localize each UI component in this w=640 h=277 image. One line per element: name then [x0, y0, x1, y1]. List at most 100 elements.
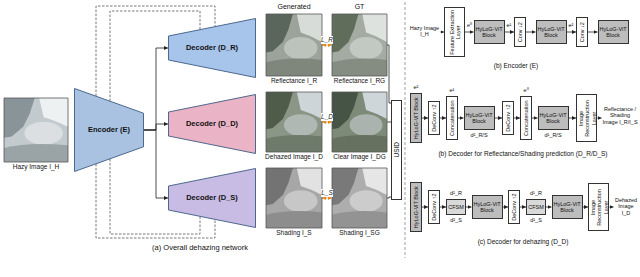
conv-box: Conv ↓2 [514, 17, 526, 47]
feature-label: e⁰ [520, 87, 532, 93]
photo-frame [332, 168, 387, 228]
vit-block: HyLoG-ViT Block [410, 182, 422, 232]
image-caption: Clear Image I_DG [333, 153, 385, 160]
decoder-trapezoid: Decoder (D_S) [168, 168, 256, 228]
photo-thumbnail [332, 14, 387, 76]
feature-label: d²_R [446, 190, 466, 196]
photo-haze [284, 37, 318, 59]
cfsm-box: CFSM [446, 199, 466, 215]
photo-ground [332, 14, 387, 76]
photo-thumbnail [332, 168, 387, 228]
photo-thumbnail [4, 98, 68, 162]
photo-frame [332, 92, 387, 152]
usid-box: USID [391, 100, 402, 200]
photo-road [332, 58, 387, 76]
node-label: Encoder (E) [88, 126, 130, 135]
photo-ground [4, 98, 68, 162]
photo-ground [332, 92, 387, 152]
encoder-trapezoid: Encoder (E) [74, 88, 144, 172]
concat-box: Concatenation [446, 96, 458, 140]
image-caption: Hazy Image I_H [13, 163, 60, 170]
node-label: Feature Extraction Layer [448, 9, 461, 55]
node-label: Decoder (D_S) [186, 194, 238, 203]
vit-block: HyLoG-ViT Block [472, 195, 503, 219]
loss-link [322, 45, 332, 46]
node-label: DeConv ↑2 [511, 192, 517, 222]
image-panel: Reflectance I_R [266, 14, 322, 76]
node-label: HyLoG-ViT Block [539, 112, 568, 125]
node-label: USID [393, 102, 400, 198]
node-label: DeConv ↑2 [431, 192, 437, 222]
trapezoid-shape [169, 169, 256, 228]
decoder-trapezoid: Decoder (D_D) [168, 94, 256, 154]
layer-box: Image Reconstruction Layer [588, 183, 609, 231]
photo-haze [350, 37, 383, 59]
node-label: HyLoG-ViT Block [553, 201, 582, 214]
vit-block: HyLoG-ViT Block [552, 195, 583, 219]
connector-arrow [526, 32, 536, 33]
image-panel: Dehazed Image I_D [266, 92, 322, 152]
image-caption: Reflectance I_R [271, 77, 317, 84]
image-panel: Shading I_SG [332, 168, 387, 228]
feature-label: d²_R/S [464, 132, 494, 138]
deconv-box: DeConv ↑2 [428, 101, 440, 135]
photo-thumbnail [266, 14, 322, 76]
photo-ground [266, 168, 322, 228]
feature-label: d²_S [446, 217, 466, 223]
node-label: HyLoG-ViT Block [537, 26, 566, 39]
vit-block: HyLoG-ViT Block [598, 20, 629, 44]
connector-arrow [505, 32, 515, 33]
image-caption: Reflectance I_RG [334, 77, 385, 84]
node-label: CFSM [448, 204, 464, 210]
photo-thumbnail [332, 92, 387, 152]
node-label: Image Reconstruction Layer [577, 96, 596, 140]
connector-arrow [144, 48, 168, 130]
image-caption: Dehazed Image I_D [265, 153, 323, 160]
vit-block: HyLoG-ViT Block [538, 106, 569, 130]
decoder-trapezoid: Decoder (D_R) [168, 18, 256, 78]
feature-label: e² [410, 84, 422, 90]
vit-block: HyLoG-ViT Block [474, 20, 505, 44]
connector-arrow [465, 32, 474, 33]
deconv-box: DeConv ↑2 [428, 190, 440, 224]
photo-frame [4, 98, 68, 162]
connector-arrow [495, 118, 503, 119]
feature-label: d¹_R [526, 190, 546, 196]
photo-haze [350, 114, 383, 136]
conv-box: Conv ↓2 [576, 17, 588, 47]
node-label: HyLoG-ViT Block [473, 201, 502, 214]
photo-road [266, 211, 322, 228]
feature-label: e⁰ [465, 22, 474, 28]
column-header: GT [332, 3, 387, 11]
panel-caption: (b) Encoder (E) [410, 62, 622, 69]
feature-label: d¹_R/S [538, 132, 568, 138]
edge-label: L_R [321, 36, 334, 43]
photo-frame [266, 92, 322, 152]
connector-arrow [569, 118, 577, 119]
column-header: Generated [266, 3, 322, 11]
node-label: Conv ↓2 [517, 19, 523, 45]
node-label: Concatenation [449, 98, 455, 138]
output-arrow [598, 118, 602, 119]
photo-road [266, 58, 322, 76]
node-label: Image Reconstruction Layer [589, 185, 608, 229]
image-panel: Shading I_S [266, 168, 322, 228]
feature-label: e¹ [446, 87, 458, 93]
node-label: Concatenation [523, 98, 529, 138]
image-caption: Shading I_SG [339, 229, 379, 236]
cfsm-box: CFSM [526, 199, 546, 215]
panel-caption: (c) Decoder for dehazing (D_D) [410, 238, 636, 245]
image-caption: Shading I_S [276, 229, 311, 236]
connector-arrow [144, 124, 168, 130]
loss-link [322, 198, 332, 199]
photo-thumbnail [266, 92, 322, 152]
panel-separator [405, 2, 406, 258]
output-label: Reflectance / Shading Image I_R/I_S [602, 106, 638, 125]
node-label: CFSM [528, 204, 544, 210]
panel-caption: (b) Decoder for Reflectance/Shading pred… [410, 150, 636, 157]
input-label: Hazy Image I_H [409, 25, 440, 38]
image-panel: Clear Image I_DG [332, 92, 387, 152]
trapezoid-shape [169, 95, 256, 154]
output-arrow [610, 207, 614, 208]
